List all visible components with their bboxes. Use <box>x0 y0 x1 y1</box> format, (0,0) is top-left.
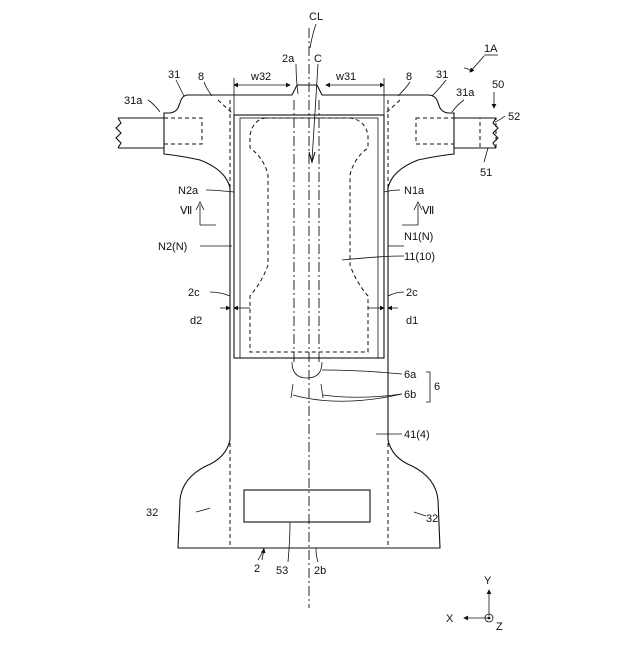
axis-z-dot <box>488 617 491 620</box>
label-N1a: N1a <box>404 185 425 197</box>
label-axis-Z: Z <box>496 621 503 633</box>
label-axis-X: X <box>446 613 454 625</box>
label-2c-left: 2c <box>188 287 200 299</box>
label-d2: d2 <box>190 315 202 327</box>
section-arrow-left <box>196 202 216 225</box>
section-arrow-right <box>402 202 422 225</box>
label-w31: w31 <box>335 71 356 83</box>
arrow-1A <box>470 56 484 72</box>
label-6a: 6a <box>404 369 417 381</box>
gather-6a <box>292 362 322 378</box>
leader-lines <box>148 24 505 562</box>
label-1110: 11(10) <box>404 251 435 263</box>
label-32-left: 32 <box>146 507 158 519</box>
label-8-right: 8 <box>406 71 412 83</box>
label-2c-right: 2c <box>406 287 418 299</box>
label-414: 41(4) <box>404 429 430 441</box>
label-31-right: 31 <box>436 69 448 81</box>
frontal-tape-53 <box>244 490 370 522</box>
label-31-left: 31 <box>168 69 180 81</box>
label-VII-left: Ⅶ <box>180 205 192 217</box>
label-2a: 2a <box>282 53 295 65</box>
label-VII-right: Ⅶ <box>422 205 434 217</box>
fastening-tape-right <box>454 118 498 148</box>
label-2: 2 <box>254 563 260 575</box>
label-52: 52 <box>508 111 520 123</box>
label-31a-left: 31a <box>124 95 143 107</box>
bracket-6 <box>426 372 430 402</box>
label-51: 51 <box>480 167 492 179</box>
label-N2N: N2(N) <box>158 241 187 253</box>
side-tape-left <box>164 118 202 144</box>
label-8-left: 8 <box>198 71 204 83</box>
c-arrow <box>312 64 318 160</box>
label-50: 50 <box>492 79 504 91</box>
label-N2a: N2a <box>178 185 199 197</box>
label-32-right: 32 <box>426 513 438 525</box>
side-tape-right <box>416 118 454 144</box>
label-2b: 2b <box>314 565 326 577</box>
gather-6b-left <box>291 384 293 398</box>
label-C: C <box>314 53 322 65</box>
label-N1N: N1(N) <box>404 231 433 243</box>
label-w32: w32 <box>250 71 271 83</box>
label-6b: 6b <box>404 389 416 401</box>
label-31a-right: 31a <box>456 87 475 99</box>
label-6: 6 <box>434 381 440 393</box>
label-1A: 1A <box>484 43 498 55</box>
fastening-tape-left <box>116 118 164 148</box>
label-CL: CL <box>309 11 323 23</box>
gather-6b-right <box>321 384 323 398</box>
label-53: 53 <box>276 565 288 577</box>
label-axis-Y: Y <box>484 575 492 587</box>
label-d1: d1 <box>406 315 418 327</box>
